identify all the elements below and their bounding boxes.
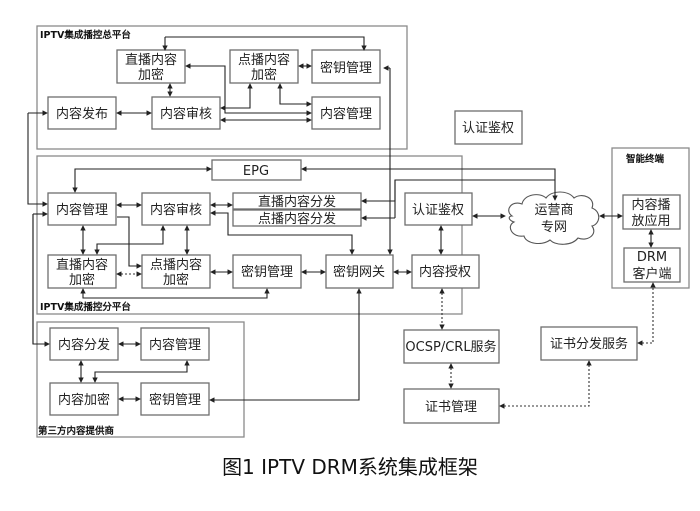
group-third-party-label: 第三方内容提供商 [38, 425, 115, 437]
sub-live-dist-box: 直播内容分发 [232, 192, 362, 210]
main-vod-encrypt-box: 点播内容 加密 [229, 49, 299, 84]
main-content-mgmt-label: 内容管理 [320, 106, 372, 122]
third-encrypt-box: 内容加密 [49, 382, 119, 416]
sub-key-mgmt-box: 密钥管理 [232, 254, 302, 289]
operator-network-cloud: 运营商 专网 [508, 191, 600, 245]
terminal-drm-client-line2: 客户端 [632, 266, 671, 282]
sub-vod-dist-box: 点播内容分发 [232, 209, 362, 227]
operator-network-line1: 运营商 [534, 203, 573, 218]
sub-review-label: 内容审核 [150, 202, 202, 218]
sub-epg-label: EPG [243, 164, 269, 179]
standalone-auth-label: 认证鉴权 [462, 120, 514, 136]
main-live-encrypt-box: 直播内容 加密 [116, 49, 186, 84]
third-content-mgmt-box: 内容管理 [140, 327, 210, 361]
group-main-platform [36, 25, 408, 150]
sub-auth-label: 认证鉴权 [412, 202, 464, 218]
sub-vod-encrypt-line2: 加密 [163, 272, 189, 288]
sub-vod-encrypt-box: 点播内容 加密 [141, 254, 211, 289]
main-review-box: 内容审核 [151, 96, 221, 130]
main-key-mgmt-box: 密钥管理 [311, 49, 381, 84]
ocsp-box: OCSP/CRL服务 [403, 329, 500, 364]
sub-auth-box: 认证鉴权 [404, 192, 473, 226]
third-key-mgmt-label: 密钥管理 [149, 392, 201, 408]
sub-live-encrypt-line1: 直播内容 [56, 257, 108, 273]
main-vod-encrypt-line2: 加密 [251, 67, 277, 83]
group-smart-terminal-label: 智能终端 [626, 153, 665, 165]
figure-caption: 图1 IPTV DRM系统集成框架 [222, 455, 478, 479]
third-distribute-box: 内容分发 [49, 327, 119, 361]
main-live-encrypt-line2: 加密 [138, 67, 164, 83]
sub-content-mgmt-label: 内容管理 [56, 202, 108, 218]
ocsp-label: OCSP/CRL服务 [405, 339, 496, 355]
sub-key-mgmt-label: 密钥管理 [241, 264, 293, 280]
main-key-mgmt-label: 密钥管理 [320, 60, 372, 76]
cert-dist-label: 证书分发服务 [550, 336, 628, 352]
connectors [27, 36, 656, 409]
terminal-player-line2: 放应用 [631, 213, 670, 229]
main-content-mgmt-box: 内容管理 [311, 96, 381, 130]
sub-content-authz-box: 内容授权 [411, 254, 480, 289]
cert-mgmt-label: 证书管理 [425, 400, 477, 415]
main-publish-box: 内容发布 [47, 96, 117, 130]
cert-dist-box: 证书分发服务 [540, 326, 638, 361]
sub-review-box: 内容审核 [141, 192, 211, 226]
main-vod-encrypt-line1: 点播内容 [238, 52, 290, 68]
sub-live-encrypt-box: 直播内容 加密 [47, 254, 117, 289]
operator-network-line2: 专网 [541, 220, 567, 235]
sub-content-authz-label: 内容授权 [419, 264, 471, 280]
cert-mgmt-box: 证书管理 [403, 388, 500, 424]
sub-key-gateway-box: 密钥网关 [325, 254, 394, 289]
standalone-auth-box: 认证鉴权 [454, 110, 523, 145]
third-content-mgmt-label: 内容管理 [149, 337, 201, 353]
terminal-player-line1: 内容播 [631, 197, 670, 213]
main-publish-label: 内容发布 [56, 106, 108, 122]
sub-key-gateway-label: 密钥网关 [333, 264, 385, 280]
group-sub-platform-label: IPTV集成播控分平台 [40, 301, 131, 313]
main-review-label: 内容审核 [160, 106, 212, 122]
sub-vod-encrypt-line1: 点播内容 [150, 257, 202, 273]
sub-vod-dist-label: 点播内容分发 [258, 211, 336, 227]
third-encrypt-label: 内容加密 [58, 392, 110, 408]
sub-live-encrypt-line2: 加密 [69, 272, 95, 288]
terminal-player-box: 内容播 放应用 [622, 194, 681, 230]
third-key-mgmt-box: 密钥管理 [140, 382, 210, 416]
main-live-encrypt-line1: 直播内容 [125, 52, 177, 68]
sub-content-mgmt-box: 内容管理 [47, 192, 117, 226]
group-main-platform-label: IPTV集成播控总平台 [40, 29, 131, 41]
terminal-drm-client-line1: DRM [637, 250, 667, 265]
third-distribute-label: 内容分发 [58, 337, 110, 353]
sub-live-dist-label: 直播内容分发 [258, 194, 336, 210]
terminal-drm-client-box: DRM 客户端 [623, 247, 681, 283]
sub-epg-box: EPG [211, 159, 302, 181]
